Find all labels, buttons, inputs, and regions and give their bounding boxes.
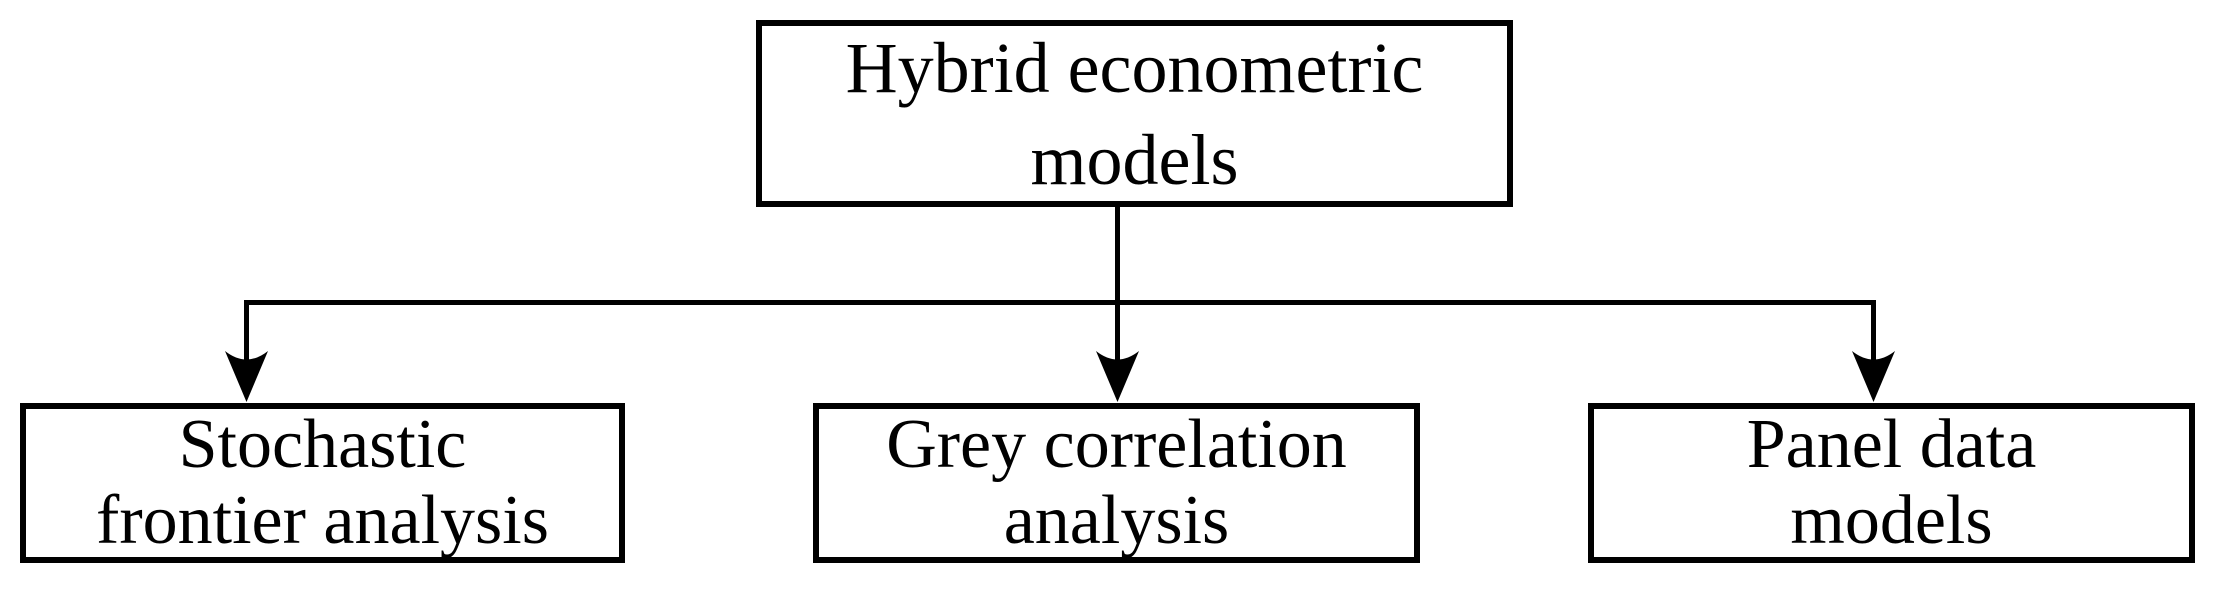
node-label-line: Grey correlation [886, 406, 1347, 483]
node-label-line: Panel data [1746, 406, 2037, 483]
arrowhead-middle-icon [1096, 351, 1139, 402]
node-label-line: Hybrid econometric [845, 27, 1424, 108]
node-label-line: models [1030, 119, 1239, 200]
node-panel-data-models: Panel data models [1588, 403, 2195, 563]
node-grey-correlation-analysis: Grey correlation analysis [813, 403, 1420, 563]
node-label-line: Stochastic [178, 406, 467, 483]
node-label-line: models [1790, 482, 1993, 559]
node-hybrid-econometric-models: Hybrid econometric models [756, 20, 1513, 207]
node-stochastic-frontier-analysis: Stochastic frontier analysis [20, 403, 625, 563]
arrowhead-left-icon [225, 351, 268, 402]
arrowhead-right-icon [1852, 351, 1895, 402]
node-label-line: analysis [1003, 482, 1230, 559]
node-label-line: frontier analysis [96, 482, 549, 559]
